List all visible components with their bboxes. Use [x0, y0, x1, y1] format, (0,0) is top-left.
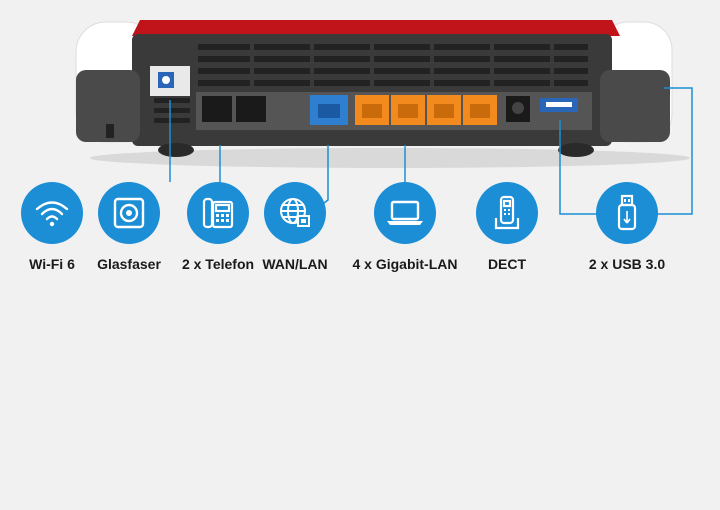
- feature-label-gigabit-lan: 4 x Gigabit-LAN: [352, 256, 458, 272]
- feature-label-fiber: Glasfaser: [97, 256, 161, 272]
- feature-wifi: Wi-Fi 6: [0, 182, 107, 272]
- feature-gigabit-lan: 4 x Gigabit-LAN: [350, 182, 460, 272]
- feature-label-wifi: Wi-Fi 6: [29, 256, 75, 272]
- usb-stick-icon: [596, 182, 658, 244]
- globe-network-icon: [264, 182, 326, 244]
- cordless-phone-icon: [476, 182, 538, 244]
- feature-fiber: Glasfaser: [74, 182, 184, 272]
- feature-wan-lan: WAN/LAN: [240, 182, 350, 272]
- feature-label-wan-lan: WAN/LAN: [262, 256, 328, 272]
- telephone-icon: [187, 182, 249, 244]
- feature-label-telephone: 2 x Telefon: [181, 256, 255, 272]
- fiber-port-icon: [98, 182, 160, 244]
- feature-dect: DECT: [452, 182, 562, 272]
- feature-label-usb: 2 x USB 3.0: [588, 256, 666, 272]
- feature-label-dect: DECT: [487, 256, 527, 272]
- laptop-icon: [374, 182, 436, 244]
- feature-telephone: 2 x Telefon: [163, 182, 273, 272]
- wifi-icon: [21, 182, 83, 244]
- feature-usb: 2 x USB 3.0: [572, 182, 682, 272]
- router-rear-panel-illustration: [75, 20, 690, 168]
